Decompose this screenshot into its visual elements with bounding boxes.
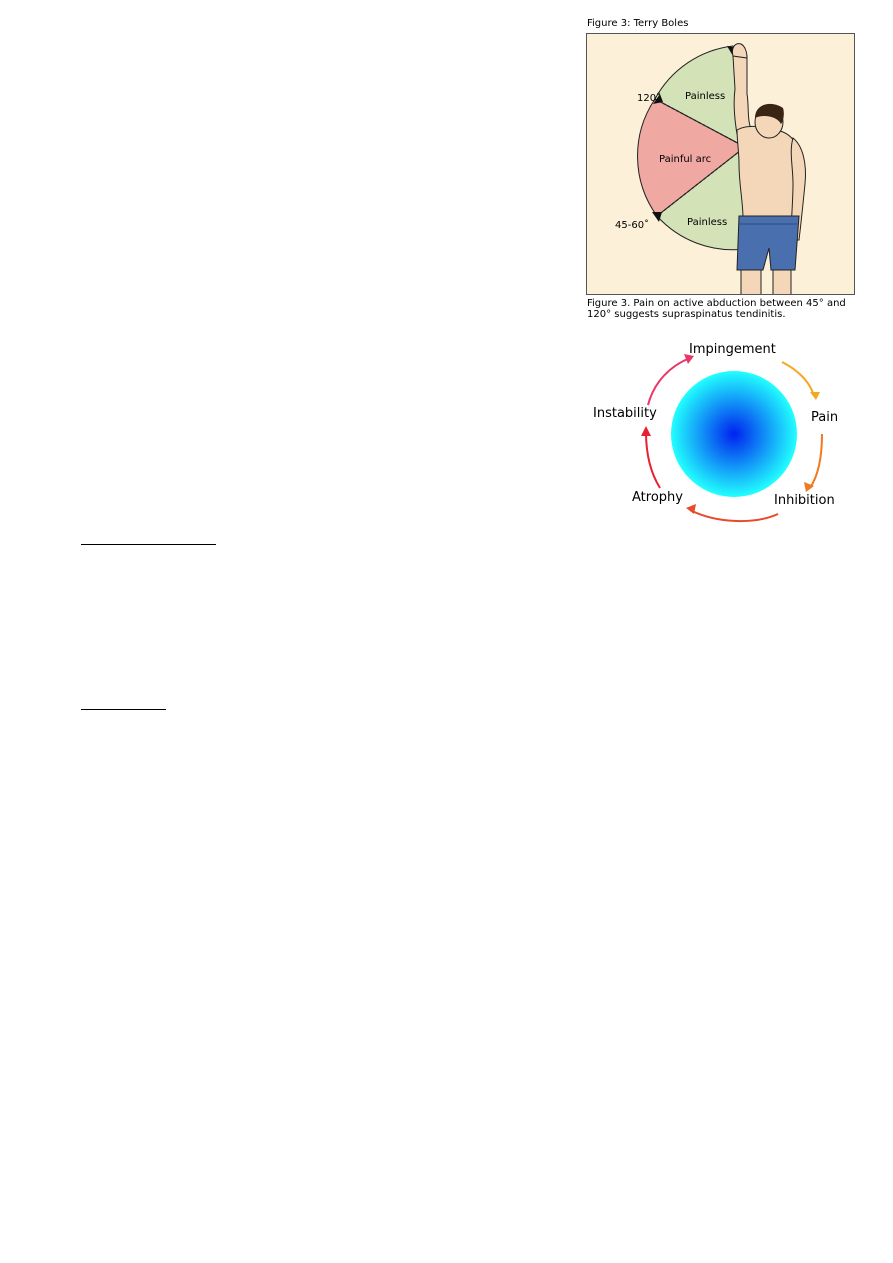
cycle-center-circle	[671, 371, 797, 497]
label-painless-bottom: Painless	[687, 217, 727, 228]
heading-underline-2	[81, 709, 166, 710]
cycle-step-impingement: Impingement	[689, 342, 776, 357]
label-painless-top: Painless	[685, 91, 725, 102]
label-angle-45-60: 45-60˚	[615, 219, 649, 231]
heading-underline-1	[81, 544, 216, 545]
painful-arc-figure: Painless Painful arc Painless 120˚ 45-60…	[586, 33, 855, 295]
painful-arc-sector	[637, 98, 746, 217]
label-angle-120: 120˚	[637, 92, 661, 104]
cycle-step-pain: Pain	[811, 410, 839, 425]
cycle-step-instability: Instability	[593, 406, 657, 421]
painful-arc-illustration: Painless Painful arc Painless 120˚ 45-60…	[615, 43, 806, 294]
figure-man-icon	[732, 43, 806, 294]
arrow-impingement-to-pain	[781, 361, 815, 397]
cycle-step-atrophy: Atrophy	[632, 490, 683, 505]
figure-title: Figure 3: Terry Boles	[587, 18, 689, 29]
cycle-graphic	[641, 354, 823, 522]
arrow-pain-to-inhibition	[809, 433, 823, 489]
arrow-45-icon	[652, 212, 662, 222]
figure-caption: Figure 3. Pain on active abduction betwe…	[587, 298, 846, 320]
arrow-instability-to-impingement	[647, 357, 691, 406]
arrow-atrophy-to-instability	[645, 431, 661, 489]
arrow-120-icon	[653, 94, 663, 104]
label-painful-arc: Painful arc	[659, 154, 711, 165]
cycle-step-inhibition: Inhibition	[774, 493, 835, 508]
impingement-cycle-diagram: Impingement Pain Inhibition Atrophy Inst…	[586, 338, 846, 528]
arrow-inhibition-to-atrophy	[689, 509, 779, 522]
